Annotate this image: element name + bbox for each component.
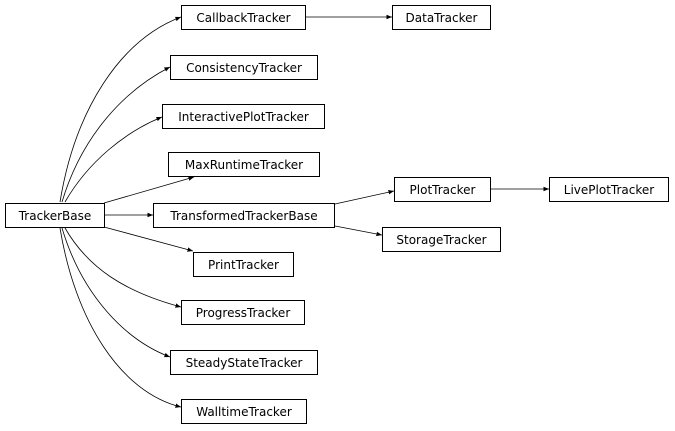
node-interactive-plot-tracker: InteractivePlotTracker [162, 104, 325, 129]
node-plot-tracker: PlotTracker [394, 177, 491, 202]
edge-trackerbase-progresstracker [64, 227, 182, 308]
node-live-plot-tracker: LivePlotTracker [549, 177, 669, 202]
node-print-tracker: PrintTracker [193, 252, 294, 277]
node-storage-tracker: StorageTracker [382, 227, 501, 252]
edge-transformedtrackerbase-storagetracker [334, 225, 383, 237]
edge-trackerbase-interactiveplottracker [64, 116, 163, 203]
edge-trackerbase-printtracker [103, 226, 194, 252]
edge-trackerbase-callbacktracker [59, 16, 182, 203]
node-data-tracker: DataTracker [392, 5, 491, 30]
node-transformed-tracker-base: TransformedTrackerBase [153, 203, 335, 228]
node-max-runtime-tracker: MaxRuntimeTracker [168, 152, 320, 177]
node-steady-state-tracker: SteadyStateTracker [170, 350, 318, 375]
edge-trackerbase-maxruntimetracker [103, 176, 195, 204]
node-walltime-tracker: WalltimeTracker [181, 399, 307, 424]
edge-trackerbase-walltimetracker [59, 227, 182, 408]
node-progress-tracker: ProgressTracker [181, 300, 305, 325]
edge-trackerbase-consistencytracker [61, 66, 171, 203]
edge-trackerbase-steadystatetracker [61, 227, 171, 358]
node-consistency-tracker: ConsistencyTracker [170, 55, 318, 80]
node-callback-tracker: CallbackTracker [181, 5, 306, 30]
edge-transformedtrackerbase-plottracker [334, 190, 395, 205]
node-tracker-base: TrackerBase [5, 203, 105, 228]
